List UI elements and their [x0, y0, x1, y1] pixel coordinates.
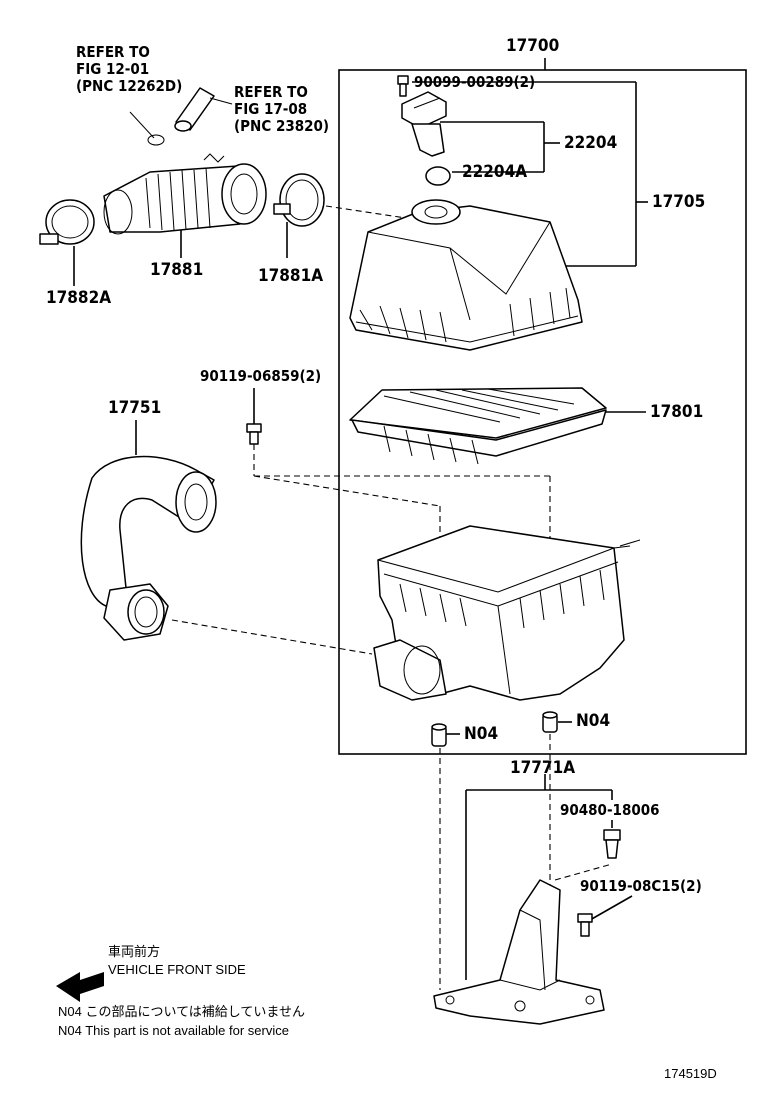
- part-label-17801: 17801: [650, 402, 704, 422]
- part-label-N04-right: N04: [576, 711, 611, 731]
- part-label-22204A: 22204A: [462, 162, 528, 182]
- o-ring-22204A-icon: [425, 166, 451, 186]
- part-label-90099: 90099-00289(2): [414, 73, 536, 91]
- vehicle-front-jp: 車両前方: [108, 944, 161, 959]
- part-label-22204: 22204: [564, 133, 618, 153]
- filter-element-17801-icon: [349, 387, 607, 465]
- dashed-guides: [171, 205, 613, 990]
- bolt-90119a-icon: [246, 423, 262, 445]
- clamp-17881A-icon: [273, 173, 325, 227]
- clamp-17882A-icon: [39, 199, 95, 245]
- refer-text-2-line3: (PNC 23820): [234, 117, 330, 135]
- bracket-17771A-icon: [433, 879, 605, 1025]
- part-label-17882A: 17882A: [46, 288, 112, 308]
- leader-90119b: [589, 895, 633, 921]
- leader-17771A: [465, 774, 613, 980]
- assembly-17700-box: [338, 58, 747, 755]
- cleaner-case-lower-icon: [373, 525, 641, 701]
- grommet-90480-icon: [603, 829, 621, 859]
- figure-id: 174519D: [664, 1066, 717, 1081]
- vehicle-front-en: VEHICLE FRONT SIDE: [108, 962, 246, 977]
- leader-22204: [440, 121, 560, 173]
- part-label-17700: 17700: [506, 36, 560, 56]
- intake-hose-17881-icon: [103, 153, 267, 235]
- refer-text-1-line3: (PNC 12262D): [76, 77, 183, 95]
- refer-text-1-line2: FIG 12-01: [76, 60, 150, 78]
- part-label-90480: 90480-18006: [560, 801, 660, 819]
- refer-text-1-line1: REFER TO: [76, 43, 150, 61]
- cleaner-cap-17705-icon: [349, 199, 583, 351]
- leader-N04: [446, 721, 572, 735]
- grommet-N04-right-icon: [542, 711, 558, 733]
- n04-note-en: N04 This part is not available for servi…: [58, 1023, 289, 1038]
- screw-90099-icon: [397, 75, 409, 97]
- leader-17705: [412, 81, 648, 267]
- part-label-17771A: 17771A: [510, 758, 576, 778]
- grommet-N04-left-icon: [431, 723, 447, 747]
- intake-duct-17751-icon: [80, 455, 217, 641]
- part-label-17705: 17705: [652, 192, 706, 212]
- air-flow-meter-22204-icon: [401, 91, 447, 157]
- part-label-90119b: 90119-08C15(2): [580, 877, 702, 895]
- part-label-17881: 17881: [150, 260, 204, 280]
- part-label-17881A: 17881A: [258, 266, 324, 286]
- refer-pipe-icon: [129, 87, 233, 146]
- front-arrow-icon: [56, 972, 104, 1002]
- part-label-17751: 17751: [108, 398, 162, 418]
- refer-text-2-line1: REFER TO: [234, 83, 308, 101]
- part-label-90119a: 90119-06859(2): [200, 367, 322, 385]
- part-label-N04-left: N04: [464, 724, 499, 744]
- refer-text-2-line2: FIG 17-08: [234, 100, 308, 118]
- bolt-90119b-icon: [577, 913, 593, 937]
- n04-note-jp: N04 この部品については補給していません: [58, 1004, 306, 1019]
